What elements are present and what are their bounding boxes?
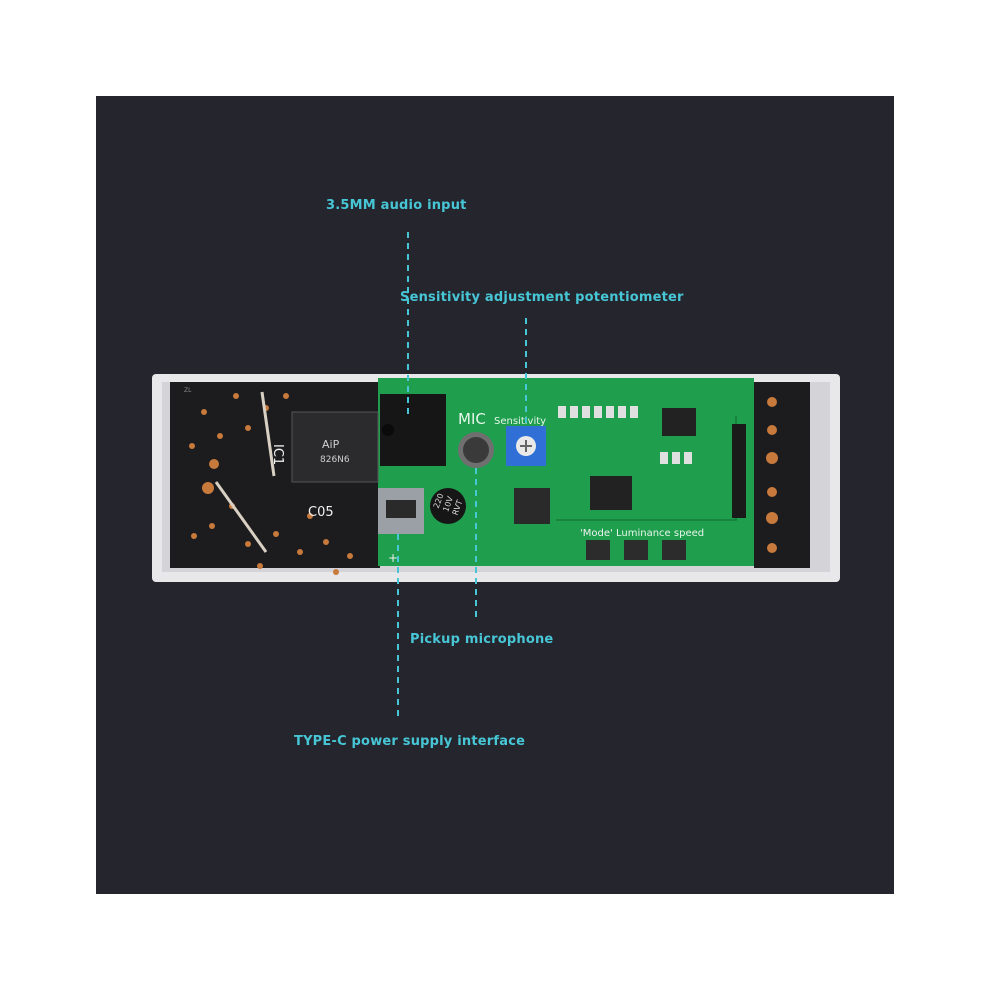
svg-text:826N6: 826N6 <box>320 455 350 465</box>
smd-parts <box>558 406 692 464</box>
svg-text:'Mode': 'Mode' <box>580 528 613 539</box>
voltage-regulator <box>514 488 550 524</box>
callout-audio-input: 3.5MM audio input <box>326 198 467 213</box>
mcu-chip <box>590 476 632 510</box>
led-board-dots <box>189 393 353 575</box>
mode-button <box>586 540 610 560</box>
svg-text:C05: C05 <box>308 505 334 520</box>
speed-button <box>662 540 686 560</box>
svg-text:Sensitivity: Sensitivity <box>494 416 546 427</box>
capacitor <box>430 488 466 524</box>
svg-text:MIC: MIC <box>458 410 486 428</box>
wire-2 <box>214 481 268 553</box>
wire-1 <box>260 391 276 477</box>
product-photo: AiP 826N6 IC1 C05 MIC Sensitivity 220 10… <box>96 96 894 894</box>
pin-header <box>732 424 746 518</box>
audio-ic-chip <box>291 411 379 483</box>
board-illustration: AiP 826N6 IC1 C05 MIC Sensitivity 220 10… <box>152 232 840 716</box>
callout-sensitivity-pot: Sensitivity adjustment potentiometer <box>400 290 684 305</box>
svg-text:ZL: ZL <box>184 387 192 394</box>
svg-text:Luminance speed: Luminance speed <box>616 528 704 539</box>
small-chip <box>662 408 696 436</box>
svg-text:AiP: AiP <box>322 438 340 451</box>
svg-text:IC1: IC1 <box>270 444 285 465</box>
callout-type-c: TYPE-C power supply interface <box>294 734 526 749</box>
callout-pickup-mic: Pickup microphone <box>410 632 554 647</box>
luminance-button <box>624 540 648 560</box>
led-board-right <box>754 382 810 568</box>
led-board-right-dots <box>766 397 778 553</box>
svg-text:+: + <box>388 551 398 565</box>
